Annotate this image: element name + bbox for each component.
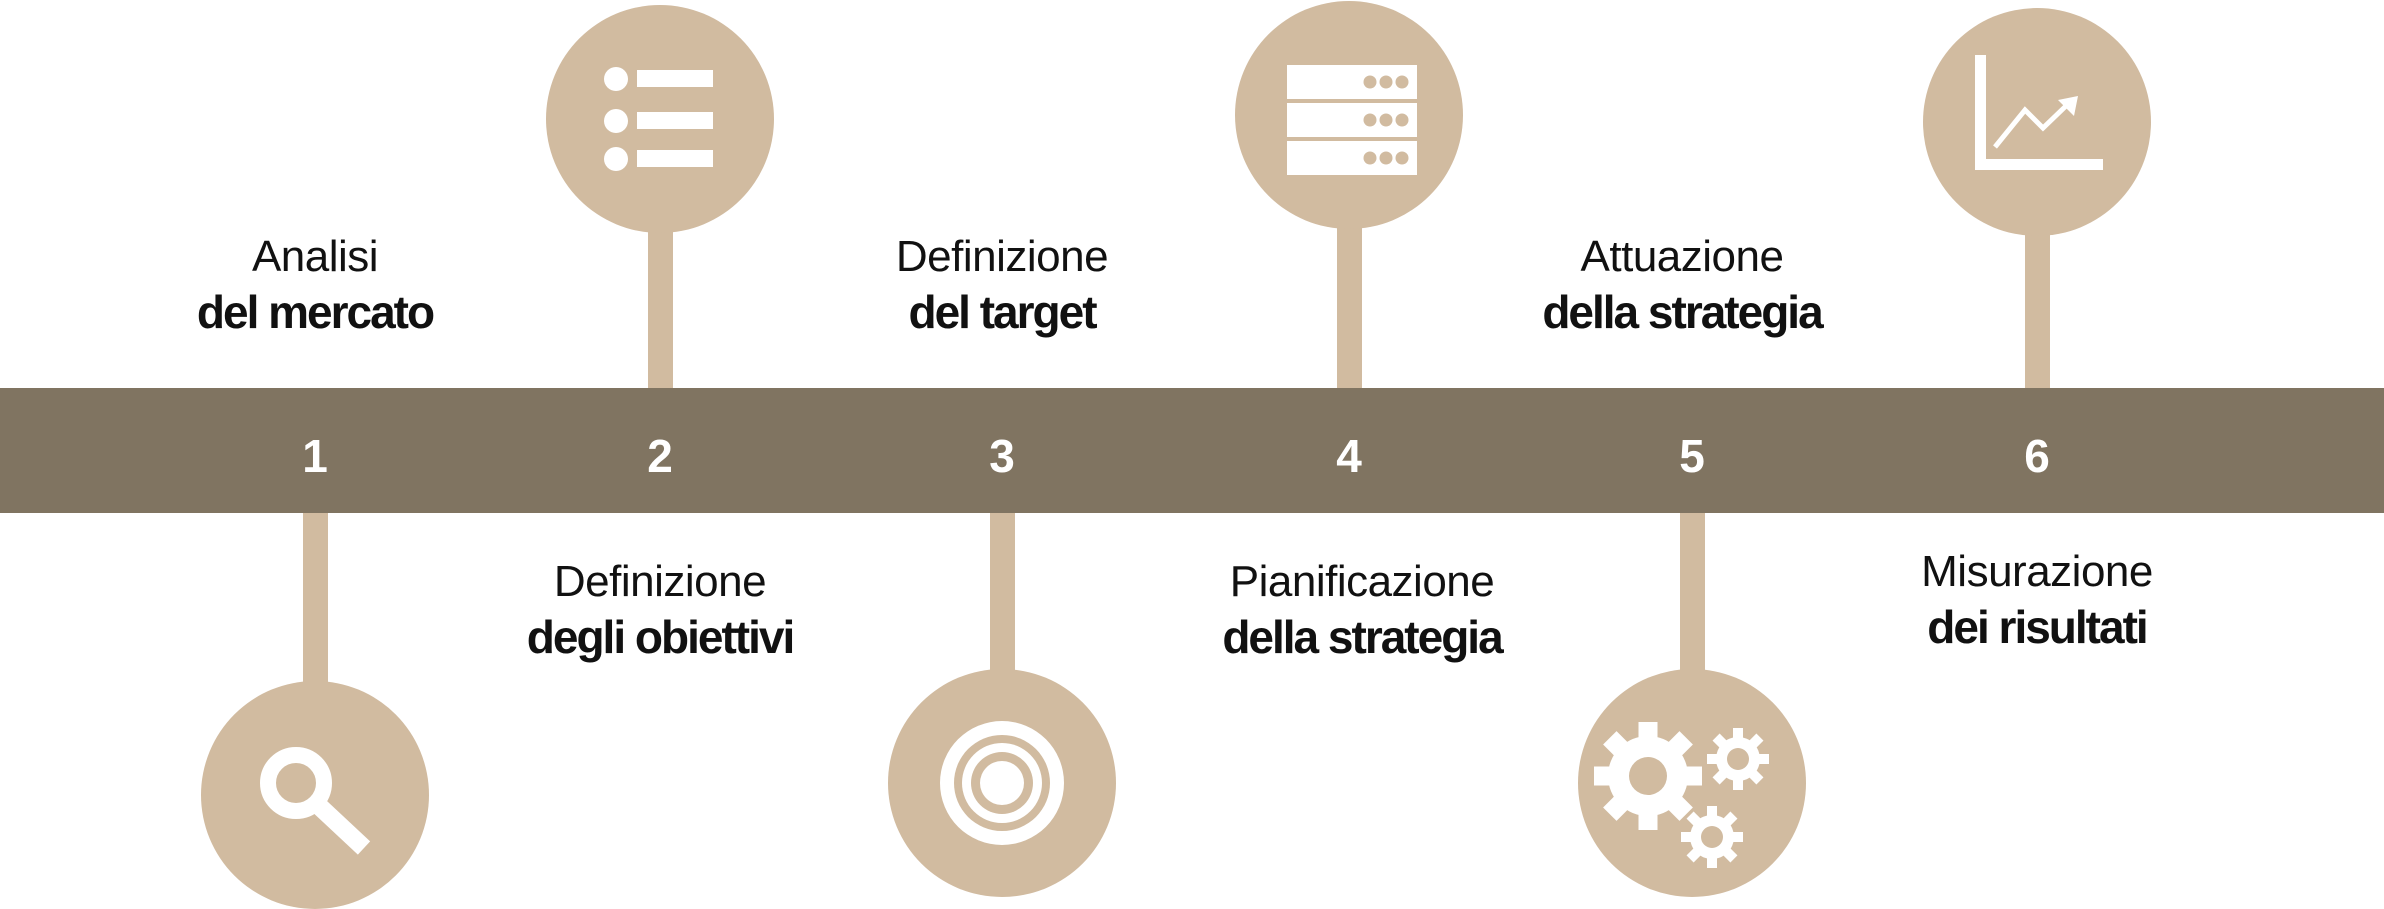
step-1-label: Analisi del mercato bbox=[105, 230, 525, 340]
step-6-title: Misurazione bbox=[1921, 547, 2153, 596]
step-5-label: Attuazione della strategia bbox=[1472, 230, 1892, 340]
step-2-label: Definizione degli obiettivi bbox=[450, 555, 870, 665]
step-3-connector bbox=[990, 505, 1015, 685]
step-2-title: Definizione bbox=[553, 557, 767, 606]
step-4-title: Pianificazione bbox=[1229, 557, 1495, 606]
step-1-title: Analisi bbox=[251, 232, 379, 281]
step-4-subtitle: della strategia bbox=[1222, 610, 1503, 663]
step-5-title: Attuazione bbox=[1580, 232, 1784, 281]
step-1-subtitle: del mercato bbox=[196, 285, 435, 338]
step-3-number: 3 bbox=[989, 430, 1015, 482]
step-4-number: 4 bbox=[1336, 430, 1362, 482]
gears-icon bbox=[1594, 722, 1769, 868]
step-5-connector bbox=[1680, 505, 1705, 685]
step-6-number: 6 bbox=[2024, 430, 2050, 482]
magnifier-icon bbox=[260, 747, 371, 855]
step-4-label: Pianificazione della strategia bbox=[1152, 555, 1572, 665]
step-6-subtitle: dei risultati bbox=[1927, 600, 2148, 653]
step-6-label: Misurazione dei risultati bbox=[1827, 545, 2247, 655]
server-icon bbox=[1287, 65, 1417, 175]
timeline-band bbox=[0, 388, 2384, 513]
step-2-number: 2 bbox=[647, 430, 673, 482]
growth-chart-icon bbox=[1975, 55, 2103, 170]
step-3-title: Definizione bbox=[895, 232, 1109, 281]
step-2-subtitle: degli obiettivi bbox=[526, 610, 795, 663]
step-3-label: Definizione del target bbox=[792, 230, 1212, 340]
step-1-number: 1 bbox=[302, 430, 328, 482]
list-icon bbox=[604, 67, 713, 171]
step-5-subtitle: della strategia bbox=[1542, 285, 1823, 338]
step-4-connector bbox=[1337, 200, 1362, 392]
target-icon bbox=[940, 721, 1064, 845]
step-5-number: 5 bbox=[1679, 430, 1705, 482]
step-3-subtitle: del target bbox=[908, 285, 1097, 338]
step-1-connector bbox=[303, 505, 328, 705]
